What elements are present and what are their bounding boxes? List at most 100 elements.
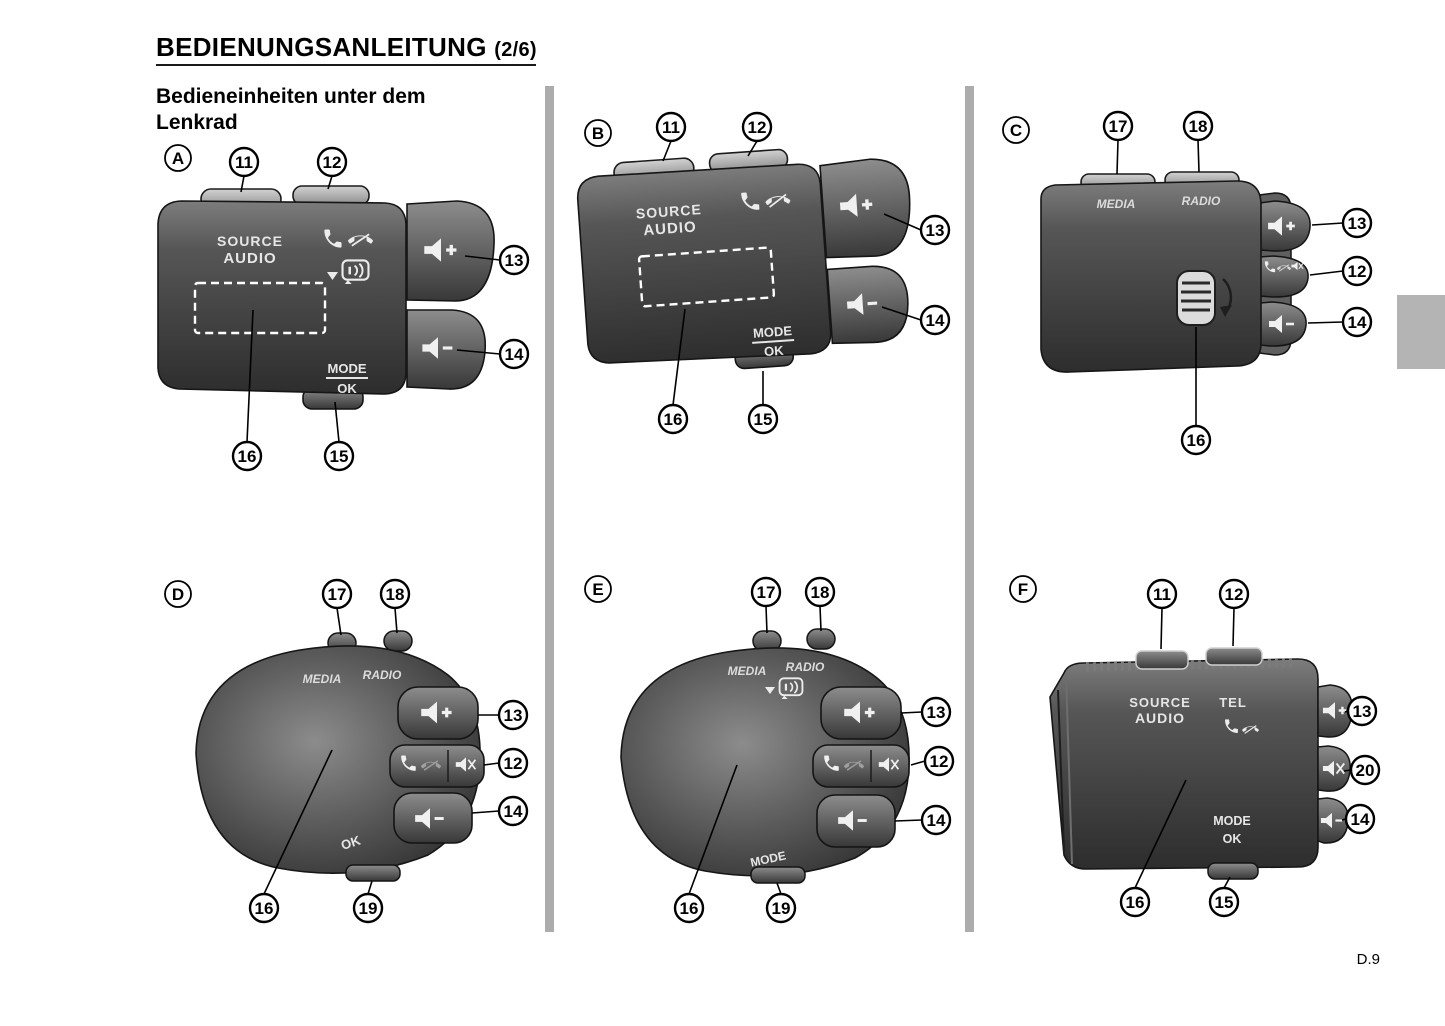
panel-c-letter: C: [1002, 116, 1030, 144]
callout-number: 16: [664, 410, 683, 429]
callout-circle: [1346, 695, 1378, 727]
callout-circle: [1344, 803, 1376, 835]
panel-f-button-mode-ok-tab: [1207, 862, 1259, 880]
panel-a-stalk-body: [157, 200, 407, 395]
leader-line: [883, 213, 922, 231]
panel-c-leader-lines: [1116, 139, 1344, 426]
subtitle-line-1: Bedieneinheiten unter dem: [156, 85, 426, 108]
panel-e-button-volume-down: [816, 794, 896, 848]
callout-number: 18: [386, 585, 405, 604]
callout-circle: [248, 892, 280, 924]
callout-number: 12: [930, 752, 949, 771]
panel-f-button-source: [1135, 650, 1189, 670]
leader-line: [483, 762, 500, 766]
panel-d: MEDIA RADIO OK D 17 18 13 12 14 16 19: [160, 575, 540, 935]
letter-text: D: [172, 585, 184, 604]
callout-circle: [923, 745, 955, 777]
callout-18: 18: [379, 578, 411, 610]
callout-number: 20: [1356, 761, 1375, 780]
callout-circle: [497, 699, 529, 731]
callout-circle: [1146, 578, 1178, 610]
leader-line: [881, 306, 922, 321]
callout-15: 15: [1208, 886, 1240, 918]
callout-number: 14: [1348, 313, 1367, 332]
callout-number: 17: [328, 585, 347, 604]
leader-line: [894, 819, 923, 822]
callout-19: 19: [352, 892, 384, 924]
callout-16: 16: [657, 403, 689, 435]
callout-number: 13: [1353, 702, 1372, 721]
leader-line: [1134, 779, 1187, 889]
callout-circle: [741, 111, 773, 143]
panel-f-label-mode: MODE: [1213, 814, 1251, 828]
voice-arrow-icon: [765, 687, 775, 694]
panel-e-label-radio: RADIO: [786, 660, 825, 674]
panel-e-label-media: MEDIA: [728, 664, 767, 678]
panel-f-label-audio: AUDIO: [1135, 710, 1185, 726]
callout-circle: [497, 747, 529, 779]
callout-16: 16: [1180, 424, 1212, 456]
callout-circle: [228, 146, 260, 178]
callout-number: 13: [926, 221, 945, 240]
callout-11: 11: [228, 146, 260, 178]
panel-a-leader-lines: [240, 175, 501, 443]
callout-19: 19: [765, 892, 797, 924]
callout-14: 14: [920, 804, 952, 836]
panel-d-button-volume-up: [397, 686, 479, 740]
wheel-arrowhead: [1220, 305, 1232, 317]
callout-circle: [920, 696, 952, 728]
callout-number: 19: [772, 899, 791, 918]
callout-number: 11: [662, 118, 680, 137]
callout-circle: [919, 214, 951, 246]
callout-17: 17: [321, 578, 353, 610]
callout-number: 13: [927, 703, 946, 722]
leader-line: [1197, 139, 1200, 173]
leader-line: [1307, 321, 1344, 324]
panel-b-button-volume-up: [819, 158, 911, 259]
callout-number: 12: [323, 153, 342, 172]
panel-e-bottom-tab: [750, 866, 806, 884]
callout-12: 12: [1341, 255, 1373, 287]
panel-e-button-volume-up: [820, 686, 902, 740]
callout-11: 11: [1146, 578, 1178, 610]
callout-circle: [498, 338, 530, 370]
panel-d-button-volume-down: [393, 792, 473, 844]
leader-line: [900, 711, 923, 714]
panel-b-letter: B: [584, 119, 612, 147]
letter-circle: [164, 580, 192, 608]
callout-12: 12: [497, 747, 529, 779]
column-divider-2: [965, 86, 974, 932]
panel-b: SOURCE AUDIO MODE OK B 11 12 13 14 16 15: [555, 100, 955, 440]
callout-circle: [920, 804, 952, 836]
callout-number: 16: [1187, 431, 1206, 450]
page-number: D.9: [1356, 951, 1380, 968]
callout-circle: [323, 440, 355, 472]
leader-line: [1160, 607, 1163, 650]
letter-circle: [164, 144, 192, 172]
leader-line: [688, 764, 738, 895]
page-title: BEDIENUNGSANLEITUNG (2/6): [156, 32, 537, 63]
panel-a: SOURCE AUDIO MODE OK A 11 12 13 14 16 15: [155, 140, 545, 480]
panel-a-label-audio: AUDIO: [223, 250, 276, 267]
panel-f-button-mute: [1317, 745, 1351, 792]
callout-15: 15: [747, 403, 779, 435]
callout-12: 12: [316, 146, 348, 178]
callout-circle: [765, 892, 797, 924]
leader-line: [1309, 270, 1344, 276]
callout-13: 13: [498, 244, 530, 276]
panel-d-leader-lines: [263, 607, 500, 895]
callout-18: 18: [804, 576, 836, 608]
callout-circle: [1218, 578, 1250, 610]
panel-b-button-volume-down: [826, 265, 909, 345]
panel-a-label-mode: MODE: [328, 361, 367, 376]
callout-circle: [1341, 207, 1373, 239]
leader-line: [776, 882, 782, 895]
callout-number: 14: [927, 811, 946, 830]
leader-line: [246, 309, 254, 443]
panel-b-display-outline: [637, 246, 776, 308]
callout-13: 13: [497, 699, 529, 731]
panel-c-button-volume-down: [1259, 301, 1307, 347]
callout-15: 15: [323, 440, 355, 472]
callout-circle: [379, 578, 411, 610]
callout-number: 12: [1225, 585, 1244, 604]
